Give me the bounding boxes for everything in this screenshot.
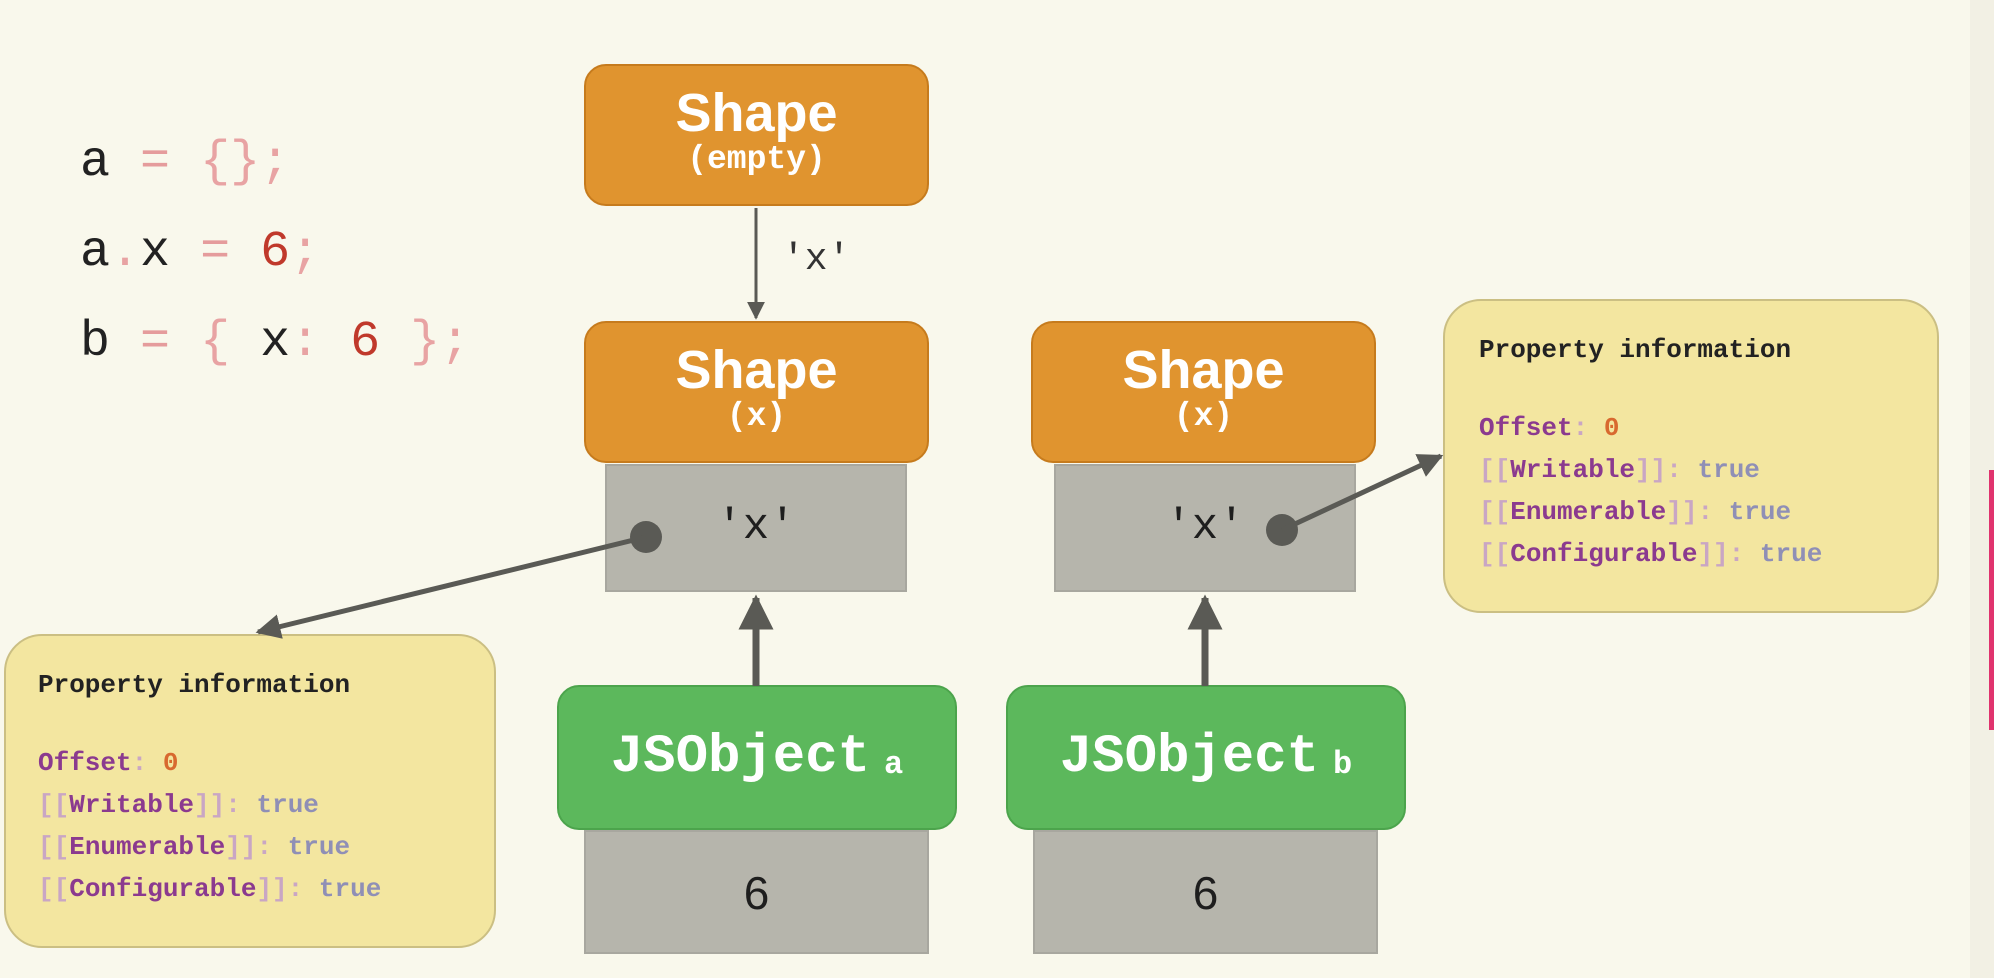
offset-row: Offset: 0 [1479, 407, 1937, 449]
shape-title: Shape [1122, 340, 1285, 400]
code-prop: x [140, 224, 171, 281]
jsobject-b: JSObject b [1006, 685, 1406, 830]
shape-x-a: Shape (x) [584, 321, 929, 463]
jsobject-a-value-slot: 6 [584, 830, 929, 954]
shape-b-key-slot: 'x' [1054, 464, 1356, 592]
enumerable-row: [[Enumerable]]: true [1479, 491, 1937, 533]
bracket-close: ]] [256, 874, 288, 904]
bracket-open: [[ [38, 832, 70, 862]
jsobject-b-value-slot: 6 [1033, 830, 1378, 954]
bracket-open: [[ [38, 874, 70, 904]
code-operator: = [140, 134, 171, 191]
enumerable-value: true [287, 832, 351, 862]
shape-sub: (x) [1173, 398, 1234, 435]
configurable-label: Configurable [1510, 539, 1698, 569]
writable-label: Writable [69, 790, 195, 820]
right-edge-strip [1970, 0, 1994, 978]
jsobject-ident: a [884, 746, 904, 783]
jsobject-ident: b [1333, 746, 1353, 783]
offset-label: Offset [1479, 413, 1573, 443]
shape-sub: (empty) [687, 141, 826, 178]
code-line-3: b = { x: 6 }; [80, 298, 470, 388]
offset-value: 0 [1603, 413, 1620, 443]
writable-value: true [1697, 455, 1760, 485]
jsobject-name: JSObject [610, 727, 871, 788]
colon: : [1728, 539, 1760, 569]
shape-b-key: 'x' [1165, 502, 1245, 552]
bracket-close: ]] [1666, 497, 1698, 527]
bracket-open: [[ [38, 790, 70, 820]
code-brace-open: { [200, 314, 231, 371]
code-semicolon: ; [290, 224, 321, 281]
bracket-open: [[ [1479, 539, 1511, 569]
code-value: {}; [200, 134, 291, 191]
bracket-close: ]] [1697, 539, 1729, 569]
code-operator: = [140, 314, 171, 371]
colon: : [1572, 413, 1604, 443]
bracket-open: [[ [1479, 455, 1511, 485]
configurable-label: Configurable [69, 874, 257, 904]
code-var: b [80, 314, 111, 371]
enumerable-row: [[Enumerable]]: true [38, 826, 494, 868]
offset-row: Offset: 0 [38, 742, 494, 784]
bracket-open: [[ [1479, 497, 1511, 527]
shape-sub: (x) [726, 398, 787, 435]
shape-empty: Shape (empty) [584, 64, 929, 206]
code-colon: : [290, 314, 321, 371]
transition-label: 'x' [782, 238, 851, 281]
writable-row: [[Writable]]: true [1479, 449, 1937, 491]
configurable-row: [[Configurable]]: true [1479, 533, 1937, 575]
jsobject-b-value: 6 [1192, 867, 1219, 919]
jsobject-a: JSObject a [557, 685, 957, 830]
property-info-left: Property information Offset: 0 [[Writabl… [4, 634, 496, 948]
colon: : [1666, 455, 1698, 485]
code-number: 6 [260, 224, 291, 281]
offset-value: 0 [162, 748, 179, 778]
property-info-title: Property information [1479, 335, 1792, 365]
colon: : [287, 874, 319, 904]
shape-a-key: 'x' [716, 502, 796, 552]
property-info-title: Property information [38, 670, 351, 700]
bracket-close: ]] [194, 790, 226, 820]
shape-title: Shape [675, 340, 838, 400]
configurable-row: [[Configurable]]: true [38, 868, 494, 910]
shape-a-key-slot: 'x' [605, 464, 907, 592]
colon: : [131, 748, 163, 778]
jsobject-a-value: 6 [743, 867, 770, 919]
offset-label: Offset [38, 748, 132, 778]
jsobject-name: JSObject [1059, 727, 1320, 788]
code-line-1: a = {}; [80, 118, 470, 208]
code-var: a [80, 224, 111, 281]
edge-marker [1989, 470, 1994, 730]
writable-label: Writable [1510, 455, 1636, 485]
shape-title: Shape [675, 83, 838, 143]
writable-value: true [256, 790, 319, 820]
colon: : [1697, 497, 1729, 527]
code-prop: x [260, 314, 291, 371]
property-info-right: Property information Offset: 0 [[Writabl… [1443, 299, 1939, 613]
code-snippet: a = {}; a.x = 6; b = { x: 6 }; [80, 118, 470, 388]
colon: : [256, 832, 288, 862]
code-dot: . [110, 224, 141, 281]
shape-x-b: Shape (x) [1031, 321, 1376, 463]
code-line-2: a.x = 6; [80, 208, 470, 298]
configurable-value: true [1759, 539, 1823, 569]
code-number: 6 [350, 314, 381, 371]
enumerable-label: Enumerable [69, 832, 226, 862]
code-brace-close: }; [410, 314, 471, 371]
bracket-close: ]] [225, 832, 257, 862]
bracket-close: ]] [1635, 455, 1667, 485]
colon: : [225, 790, 257, 820]
property-pointer-left [255, 534, 647, 639]
configurable-value: true [318, 874, 382, 904]
enumerable-value: true [1728, 497, 1792, 527]
writable-row: [[Writable]]: true [38, 784, 494, 826]
code-var: a [80, 134, 111, 191]
code-operator: = [200, 224, 231, 281]
enumerable-label: Enumerable [1510, 497, 1667, 527]
